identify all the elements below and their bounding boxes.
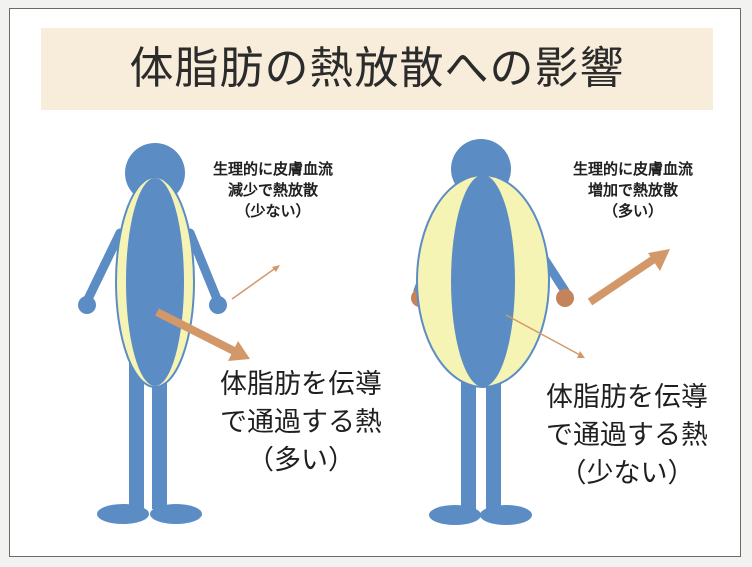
left-conduction-note-line2: で通過する熱 <box>220 407 382 438</box>
left-hand-left <box>78 296 96 314</box>
right-skin-note-line1: 生理的に皮膚血流 <box>572 160 693 178</box>
left-torso <box>126 178 184 386</box>
left-skin-note-line3: （少ない） <box>235 202 311 220</box>
left-hand-right <box>209 296 227 314</box>
slide-title: 体脂肪の熱放散への影響 <box>129 43 625 94</box>
left-skin-note-line1: 生理的に皮膚血流 <box>212 160 333 178</box>
right-skin-arrowhead <box>648 249 670 271</box>
left-leg-right <box>152 359 167 509</box>
left-conduction-arrow <box>155 308 236 355</box>
right-conduction-arrowhead <box>577 351 585 358</box>
right-skin-note: 生理的に皮膚血流 増加で熱放散 （多い） <box>548 159 718 222</box>
title-band <box>41 28 713 110</box>
right-conduction-note: 体脂肪を伝導 で通過する熱 （少ない） <box>532 379 722 493</box>
left-foot-right <box>150 504 202 524</box>
right-skin-note-line2: 増加で熱放散 <box>587 181 678 199</box>
left-conduction-arrowhead <box>228 341 250 361</box>
left-skin-arrowhead <box>272 265 280 272</box>
left-conduction-note: 体脂肪を伝導 で通過する熱 （多い） <box>206 366 396 480</box>
left-skin-note-line2: 減少で熱放散 <box>227 181 318 199</box>
left-arm-left <box>83 228 125 304</box>
right-conduction-arrow <box>505 314 581 356</box>
right-leg-right <box>486 371 501 511</box>
right-leg-left <box>461 371 476 511</box>
left-foot-left <box>97 504 149 524</box>
left-skin-note: 生理的に皮膚血流 減少で熱放散 （少ない） <box>188 159 358 222</box>
right-conduction-note-line1: 体脂肪を伝導 <box>546 382 708 413</box>
right-figure <box>411 139 670 525</box>
left-conduction-note-line3: （多い） <box>247 445 355 476</box>
left-leg-left <box>129 359 144 509</box>
right-conduction-note-line3: （少ない） <box>559 458 695 489</box>
right-torso <box>451 175 515 387</box>
right-conduction-note-line2: で通過する熱 <box>546 420 708 451</box>
figures-illustration <box>78 139 670 525</box>
right-hand-right <box>556 289 574 307</box>
left-arm-right <box>185 228 222 304</box>
slide-frame: 体脂肪の熱放散への影響 <box>9 8 741 557</box>
right-skin-arrow <box>587 255 657 306</box>
left-skin-arrow <box>231 266 278 300</box>
left-figure <box>78 143 280 524</box>
left-conduction-note-line1: 体脂肪を伝導 <box>220 369 382 400</box>
right-skin-note-line3: （多い） <box>602 202 663 220</box>
right-foot-left <box>429 505 481 525</box>
right-foot-right <box>480 505 532 525</box>
